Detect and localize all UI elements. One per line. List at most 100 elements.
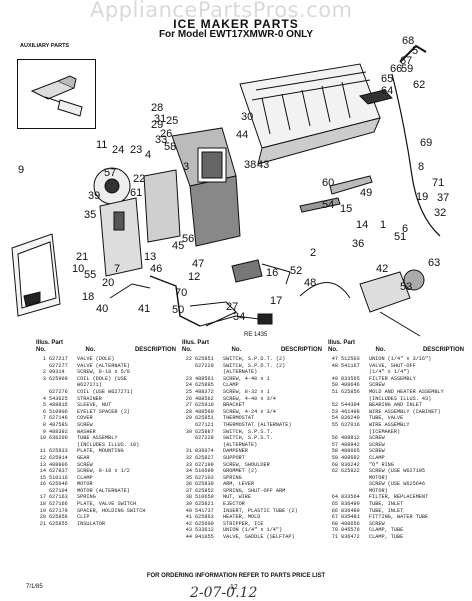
part-description: SCREW, 4-24 x 3/4 [223,408,276,415]
part-number: 625909 [49,375,68,382]
callout-45: 45 [172,240,184,252]
part-number: 488656 [341,520,360,527]
part-description: CLAMP, TUBE [369,527,404,534]
part-number: 625851 [195,356,214,362]
callout-53: 53 [400,281,412,293]
callout-38: 38 [244,159,256,171]
table-row: (ALTERNATE) [182,369,322,376]
part-number: 833564 [341,494,360,501]
part-description: SCREW, 8-18 x 1/2 [77,468,130,475]
illus-number: 56 [331,435,338,442]
part-description: WASHER [77,428,96,435]
callout-70: 70 [175,287,187,299]
illus-number: 18 [39,501,46,508]
callout-4: 4 [145,149,151,161]
illus-number [182,422,195,429]
part-number: 627276 [49,388,68,395]
callout-36: 36 [352,238,364,250]
ejector-drawing [231,175,373,285]
water-valve-drawing [359,269,425,337]
part-number [195,369,223,376]
illus-number: 24 [185,382,192,389]
wire-harness-drawing [199,282,351,327]
callout-13: 13 [144,251,156,263]
illus-number: 55 [331,421,338,428]
callout-55: 55 [84,269,96,281]
illus-number: 67 [331,514,338,521]
illus-number: 10 [39,435,46,442]
illus-number: 11 [39,448,46,455]
part-number: 488562 [195,395,214,402]
callout-54: 54 [322,199,334,211]
part-description: SPRING [77,494,96,501]
callout-15: 15 [340,203,352,215]
illus-number: 32 [185,454,192,461]
part-number: 627277 [49,362,68,369]
part-number: 543625 [49,395,68,402]
part-number: 510906 [49,408,68,415]
illus-number: 71 [331,534,338,541]
table-row: (INCLUDES ILLUS. 43) [328,396,464,403]
part-number [341,481,369,488]
callout-35: 35 [84,209,96,221]
table-row: W627271) [36,382,176,389]
callout-3: 3 [183,161,189,173]
illus-number: 60 [331,461,338,468]
illus-number: 22 [185,356,192,362]
callout-26: 26 [160,128,172,140]
callout-67: 67 [400,55,412,67]
illus-number: 17 [39,494,46,501]
illus-number: 49 [331,375,338,382]
illus-number: 34 [185,468,192,475]
part-description: TUBE, INLET [369,501,404,508]
part-description: CLAMP [223,382,239,389]
part-number: 512503 [341,356,360,362]
part-description: STRAINER [77,395,102,402]
part-description: "O" RING [369,461,394,468]
handwritten-note: 2-07-0.12 [190,585,258,601]
illus-number: 33 [185,461,192,468]
part-number [341,396,369,403]
part-description: SPACER, HOLDING SWITCH [77,507,146,514]
illus-number: 30 [185,428,192,435]
illus-number: 52 [331,402,338,409]
illus-number: 1 [42,356,46,362]
illus-number: 36 [185,481,192,488]
parts-column-header: Illus. Part No.No.DESCRIPTION [182,340,322,353]
illus-number: 19 [39,507,46,514]
part-number: 510650 [195,494,214,501]
part-description: SCREW, 8-18 x 5/8 [77,369,130,376]
callout-51: 51 [394,231,406,243]
illus-number: 29 [185,415,192,422]
part-description: (INCLUDES ILLUS. 43) [369,395,432,402]
part-number: 627146 [49,415,68,422]
callout-50: 50 [172,304,184,316]
part-number: 625914 [49,454,68,461]
callout-65: 65 [381,73,393,85]
illus-number: 20 [39,514,46,521]
part-description: SCREW (USE W627105 [369,468,426,475]
part-number: 833565 [341,375,360,382]
callout-30: 30 [241,111,253,123]
illus-number: 26 [185,395,192,402]
callout-57: 57 [104,167,116,179]
part-description: COIL (USE W627271) [77,388,134,395]
part-number: 461498 [341,408,360,415]
